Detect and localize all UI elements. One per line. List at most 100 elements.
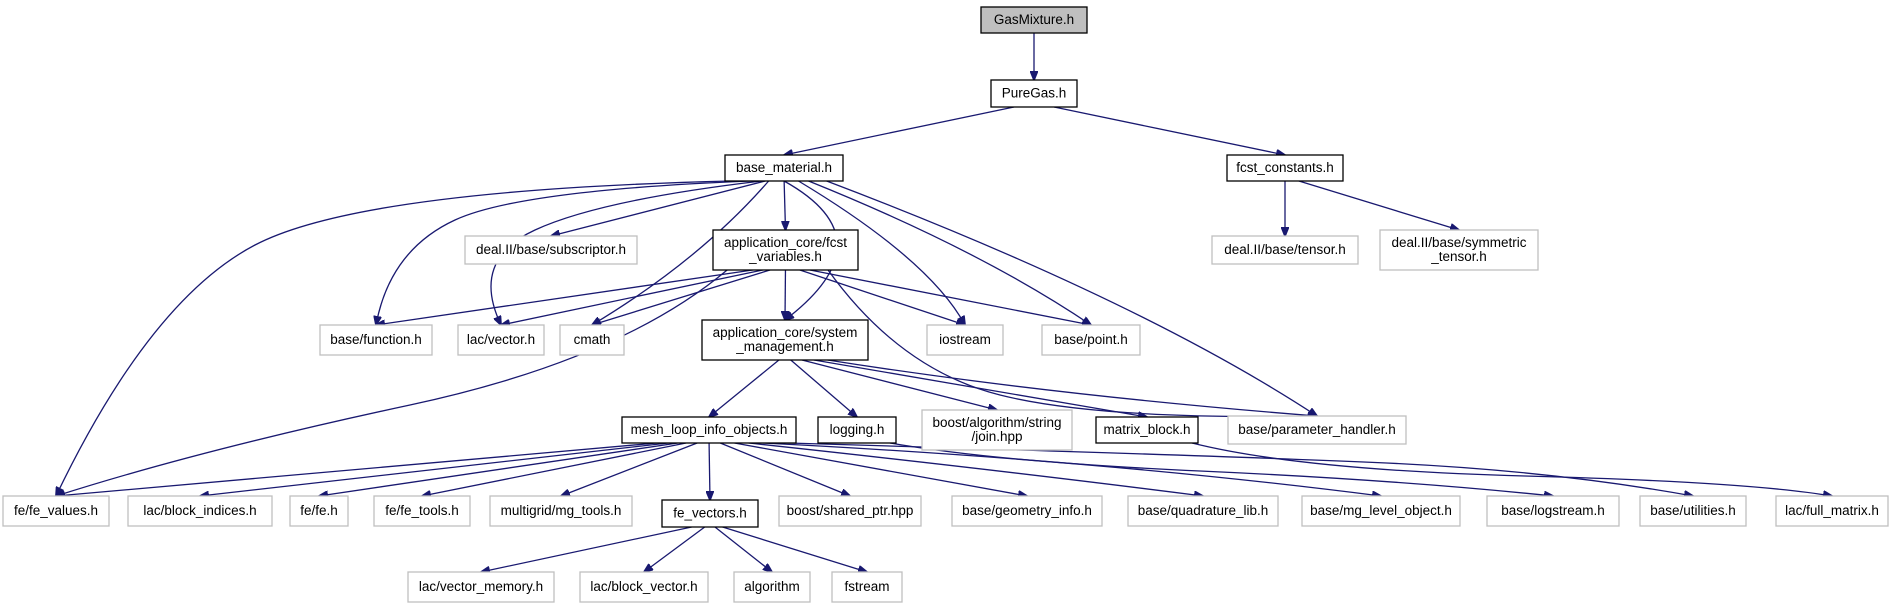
node-box	[1379, 229, 1539, 271]
edge-fcst_variables-to-point	[809, 269, 1091, 325]
edge-base_material-to-lac_vector	[490, 180, 762, 325]
node-box	[778, 495, 922, 527]
edge-fe_vectors-to-algorithm	[714, 526, 772, 572]
node-block-vector: lac/block_vector.h	[579, 571, 709, 603]
node-box	[926, 324, 1004, 356]
edge-matrix_block-to-full_matrix	[1191, 442, 1832, 496]
edge-mesh_loop-to-fe_tools	[422, 442, 687, 496]
node-label: base/parameter_handler.h	[1238, 422, 1396, 437]
node-label: fe/fe_values.h	[14, 503, 98, 518]
node-label: boost/shared_ptr.hpp	[787, 503, 914, 518]
node-box	[701, 319, 869, 361]
node-cmath: cmath	[559, 324, 625, 356]
node-fcst-variables[interactable]: application_core/fcst_variables.h	[712, 229, 859, 271]
node-label: mesh_loop_info_objects.h	[631, 422, 788, 437]
node-box	[2, 495, 110, 527]
edge-fcst_variables-to-parameter_handler	[827, 269, 1317, 417]
edge-fcst_variables-to-function	[376, 269, 753, 325]
node-box	[1486, 495, 1620, 527]
node-label: algorithm	[744, 579, 800, 594]
node-label: lac/vector_memory.h	[419, 579, 543, 594]
node-label: base/quadrature_lib.h	[1138, 503, 1269, 518]
node-label: base/utilities.h	[1650, 503, 1736, 518]
node-box	[319, 324, 433, 356]
node-matrix-block[interactable]: matrix_block.h	[1095, 416, 1199, 444]
node-label: application_core/fcst	[724, 235, 847, 250]
edge-base_material-to-subscriptor	[551, 180, 766, 236]
node-box	[733, 571, 811, 603]
node-label: lac/full_matrix.h	[1785, 503, 1879, 518]
node-label: base/function.h	[330, 332, 422, 347]
node-system-management[interactable]: application_core/system_management.h	[701, 319, 869, 361]
node-fe-vectors[interactable]: fe_vectors.h	[661, 499, 759, 528]
node-fstream: fstream	[831, 571, 903, 603]
node-tensor: deal.II/base/tensor.h	[1211, 235, 1359, 265]
node-base-material[interactable]: base_material.h	[724, 154, 844, 182]
edge-base_material-to-point	[808, 180, 1091, 325]
node-label: base_material.h	[736, 160, 832, 175]
node-box	[724, 154, 844, 182]
edge-base_material-to-iostream	[798, 180, 965, 325]
edge-layer	[56, 33, 1832, 572]
node-label: logging.h	[830, 422, 885, 437]
edge-mesh_loop-to-shared_ptr	[720, 442, 850, 496]
node-gasmixture[interactable]: GasMixture.h	[980, 6, 1088, 34]
node-box	[464, 235, 638, 265]
node-box	[1227, 415, 1407, 445]
node-label: fe/fe_tools.h	[385, 503, 459, 518]
node-box	[1775, 495, 1889, 527]
node-box	[1301, 495, 1461, 527]
node-logging[interactable]: logging.h	[817, 416, 897, 444]
node-label: fstream	[844, 579, 889, 594]
edge-mesh_loop-to-fe	[319, 442, 678, 496]
node-label: fcst_constants.h	[1236, 160, 1334, 175]
edge-fcst_variables-to-lac_vector	[501, 269, 763, 325]
edge-base_material-to-cmath	[592, 180, 770, 325]
node-box	[621, 416, 797, 444]
node-logstream: base/logstream.h	[1486, 495, 1620, 527]
node-box	[980, 6, 1088, 34]
edge-mesh_loop-to-block_indices	[200, 442, 669, 496]
edge-fcst_variables-to-cmath	[592, 269, 771, 325]
node-label: lac/block_vector.h	[590, 579, 697, 594]
node-label: base/mg_level_object.h	[1310, 503, 1452, 518]
node-label: base/geometry_info.h	[962, 503, 1092, 518]
node-symmetric-tensor: deal.II/base/symmetric_tensor.h	[1379, 229, 1539, 271]
edge-mesh_loop-to-mg_tools	[561, 442, 698, 496]
node-quadrature-lib: base/quadrature_lib.h	[1127, 495, 1279, 527]
node-label: iostream	[939, 332, 991, 347]
node-point: base/point.h	[1041, 324, 1141, 356]
node-box	[1127, 495, 1279, 527]
node-box	[661, 499, 759, 528]
node-box	[289, 495, 349, 527]
node-mesh-loop[interactable]: mesh_loop_info_objects.h	[621, 416, 797, 444]
node-puregas[interactable]: PureGas.h	[990, 79, 1078, 108]
node-box	[921, 409, 1073, 451]
node-box	[1226, 154, 1344, 182]
edge-puregas-to-base_material	[784, 106, 1015, 155]
node-label: lac/vector.h	[467, 332, 535, 347]
edge-puregas-to-fcst_constants	[1053, 106, 1285, 155]
edge-fe_vectors-to-fstream	[722, 526, 867, 572]
node-algorithm: algorithm	[733, 571, 811, 603]
node-label: base/logstream.h	[1501, 503, 1605, 518]
edge-mesh_loop-to-mg_level_object	[762, 442, 1381, 496]
node-shared-ptr: boost/shared_ptr.hpp	[778, 495, 922, 527]
node-box	[579, 571, 709, 603]
node-vector-memory: lac/vector_memory.h	[407, 571, 555, 603]
node-label: deal.II/base/symmetric	[1391, 235, 1526, 250]
node-fe-tools: fe/fe_tools.h	[373, 495, 471, 527]
edge-mesh_loop-to-fe_vectors	[709, 442, 710, 500]
edge-fe_vectors-to-block_vector	[644, 526, 706, 572]
node-fcst-constants[interactable]: fcst_constants.h	[1226, 154, 1344, 182]
node-mg-tools: multigrid/mg_tools.h	[489, 495, 633, 527]
node-label: fe/fe.h	[300, 503, 338, 518]
edge-fe_vectors-to-vector_memory	[481, 526, 692, 572]
node-label: deal.II/base/tensor.h	[1224, 242, 1346, 257]
edge-system_management-to-boost_join	[801, 359, 997, 410]
node-utilities: base/utilities.h	[1639, 495, 1747, 527]
node-box	[457, 324, 545, 356]
node-function: base/function.h	[319, 324, 433, 356]
node-label: PureGas.h	[1002, 86, 1067, 101]
